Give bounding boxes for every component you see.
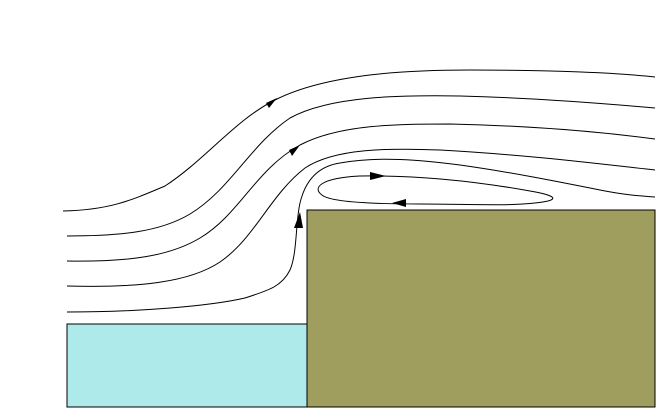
arrowhead-1 <box>266 98 277 108</box>
streamline-1 <box>62 69 656 212</box>
streamline-5 <box>66 158 656 313</box>
streamline-4 <box>66 148 656 287</box>
recirculation-loop <box>317 175 554 206</box>
arrowhead-3 <box>294 212 303 228</box>
arrowhead-2 <box>289 145 300 156</box>
streamline-3 <box>66 123 656 262</box>
terrain-block <box>306 209 656 408</box>
water-region <box>66 323 308 408</box>
arrowhead-5 <box>392 199 406 207</box>
streamline-2 <box>66 95 656 237</box>
arrowhead-4 <box>370 172 386 180</box>
